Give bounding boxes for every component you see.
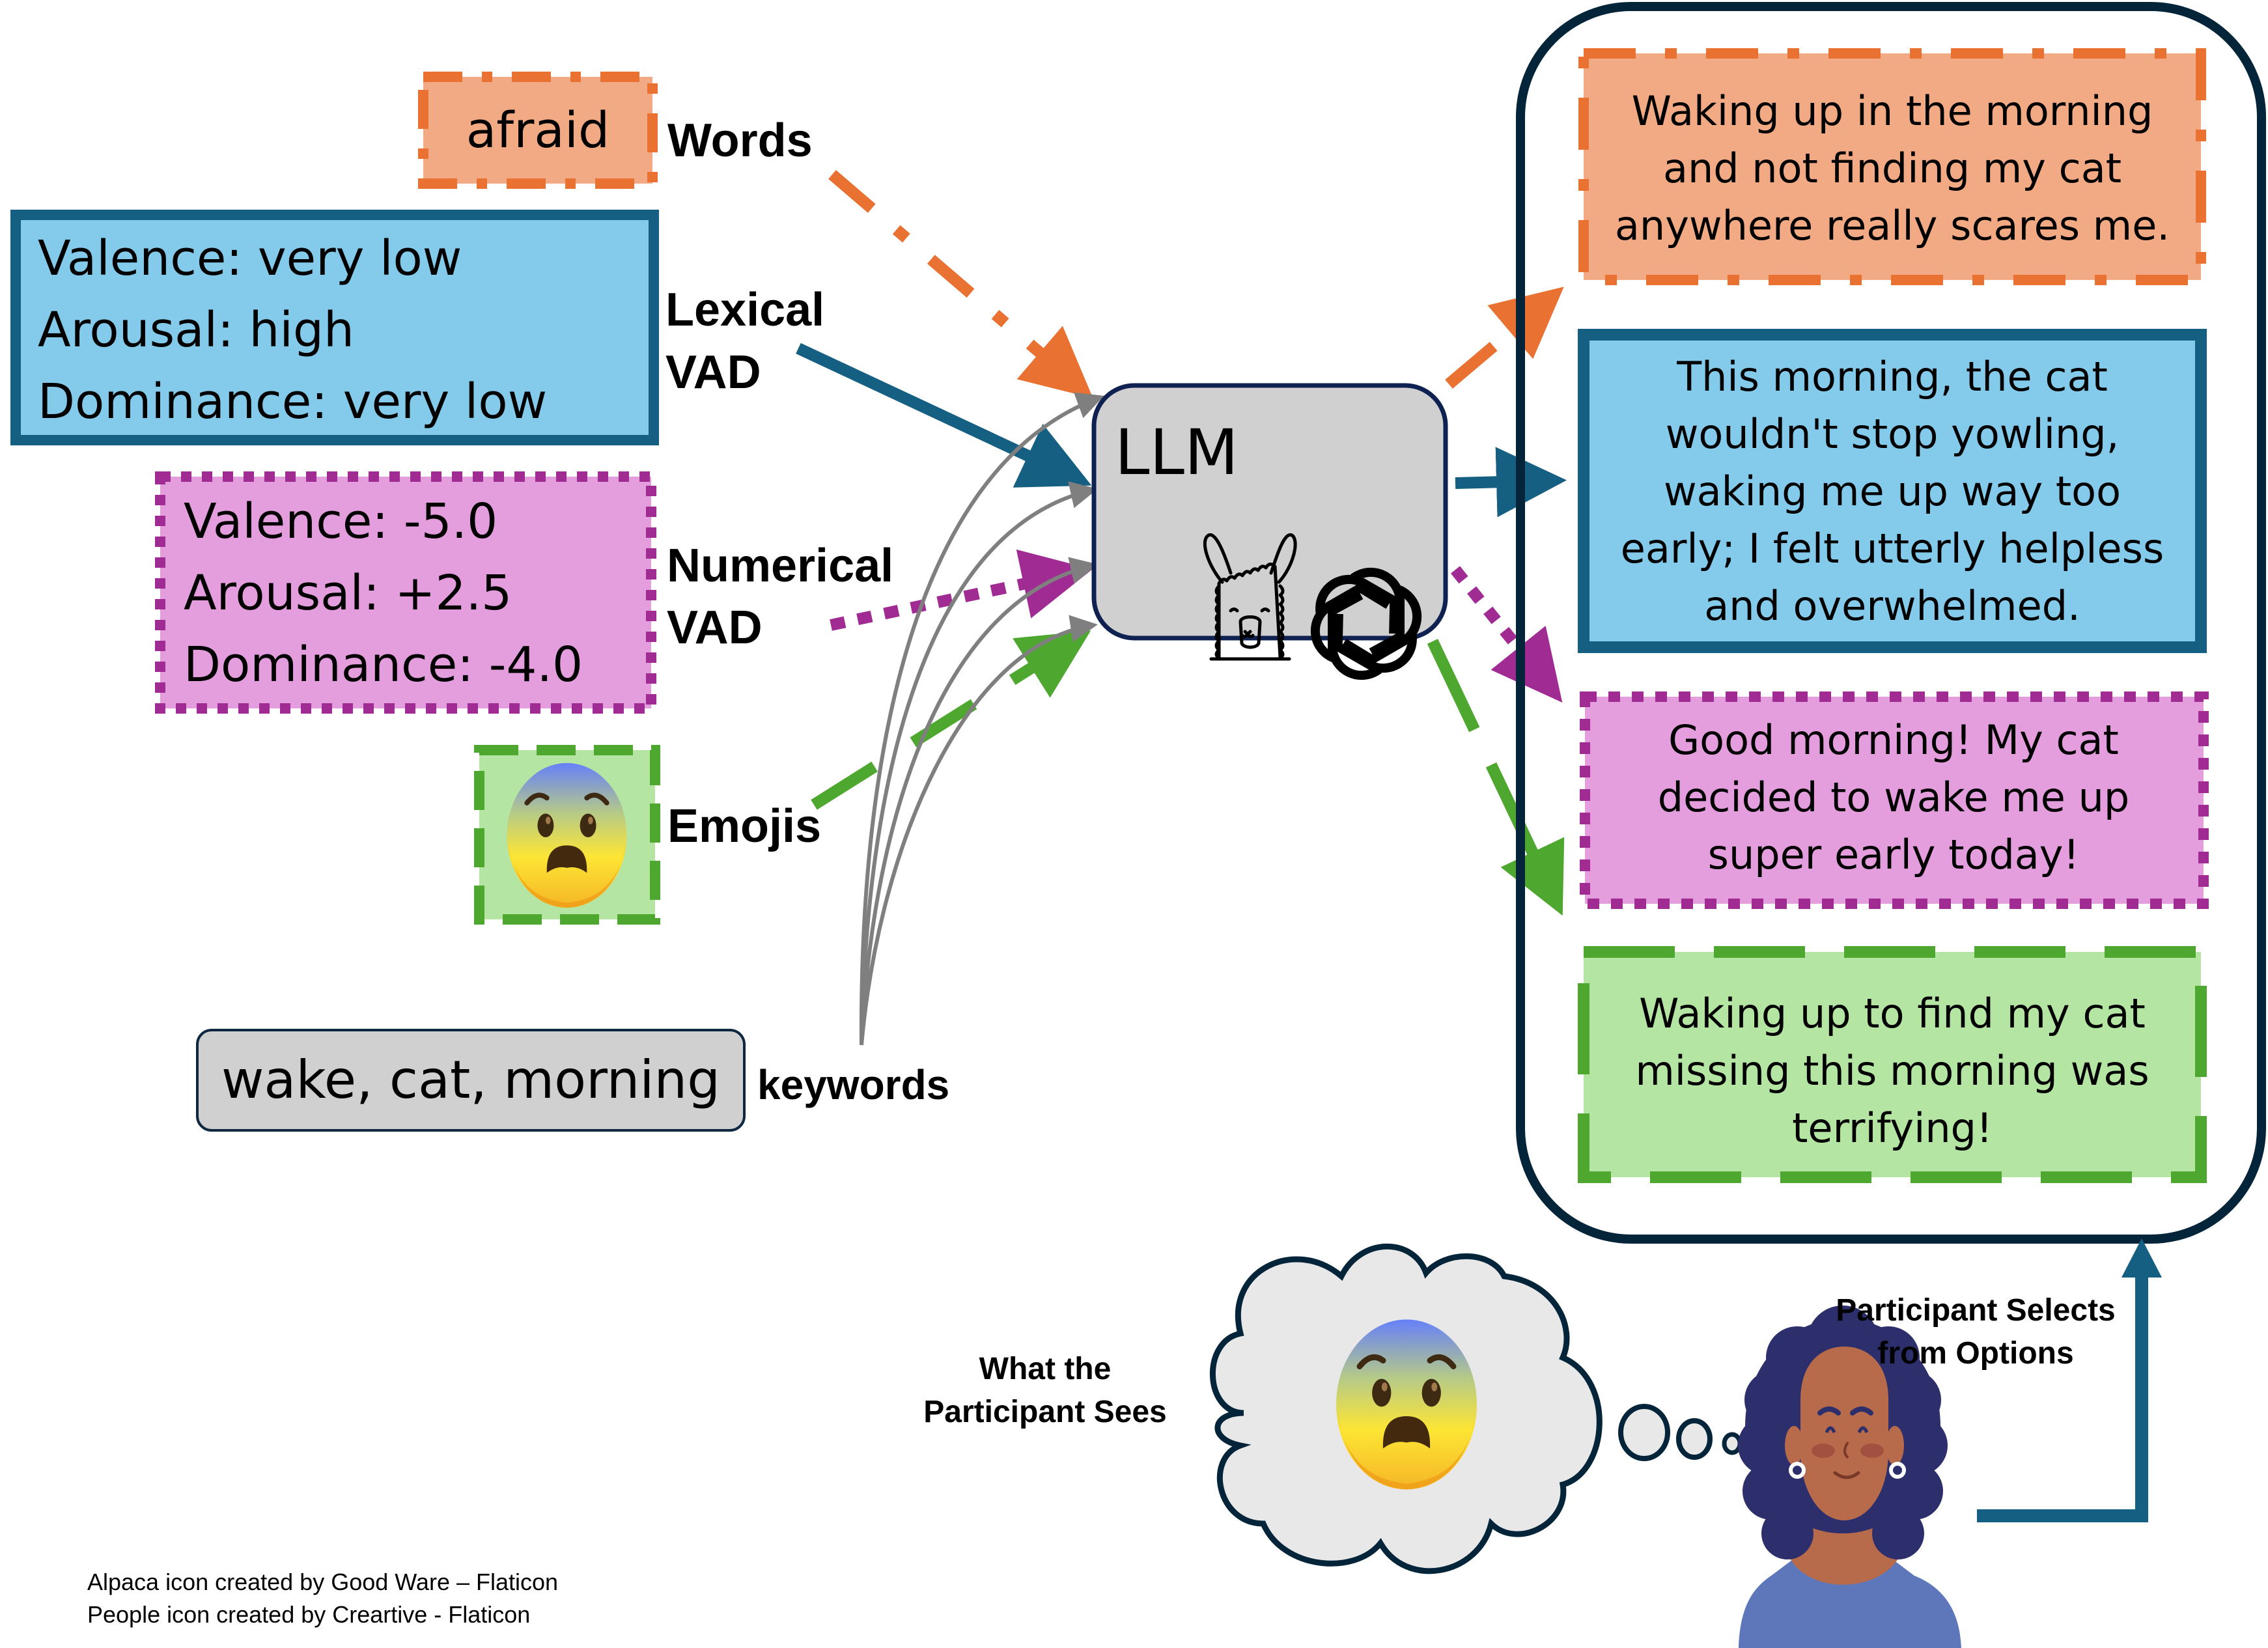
participant-sees-label-line1: What the: [979, 1352, 1112, 1386]
keywords-curve-3: [860, 557, 1098, 1046]
lexical-dominance: Dominance: very low: [38, 374, 547, 430]
numerical-output-arrow: [1450, 566, 1563, 703]
participant-avatar: [1738, 1306, 1961, 1648]
option-2-line-5: and overwhelmed.: [1704, 582, 2080, 630]
keywords-label: keywords: [757, 1061, 949, 1108]
words-input-text: afraid: [466, 101, 610, 159]
option-3-line-3: super early today!: [1708, 831, 2080, 878]
option-4-line-2: missing this morning was: [1635, 1047, 2149, 1095]
selection-arrow-head: [2121, 1238, 2162, 1278]
option-2-line-1: This morning, the cat: [1676, 353, 2108, 400]
lexical-arousal: Arousal: high: [38, 302, 354, 358]
lexical-vad-box: Valence: very low Arousal: high Dominanc…: [10, 210, 659, 445]
fearful-face-thought-emoji-icon: [1336, 1320, 1477, 1490]
participant-selects-label-line1: Participant Selects: [1836, 1293, 2116, 1328]
thought-bubble-large: [1618, 1404, 1670, 1461]
keywords-curve-2: [860, 481, 1098, 1046]
words-label: Words: [667, 115, 813, 167]
numerical-dominance: Dominance: -4.0: [184, 637, 583, 693]
lexical-valence: Valence: very low: [38, 230, 462, 286]
option-card[interactable]: Waking up in the morning and not finding…: [1578, 48, 2206, 285]
lexical-arrow: [796, 342, 1092, 488]
option-2-line-2: wouldn't stop yowling,: [1666, 410, 2120, 458]
lexical-label-line1: Lexical: [665, 284, 824, 336]
options-panel: [1516, 2, 2266, 1244]
llm-box: LLM: [1091, 383, 1448, 680]
option-4-line-1: Waking up to find my cat: [1639, 990, 2146, 1037]
numerical-valence: Valence: -5.0: [184, 494, 497, 550]
keywords-arrows: [859, 392, 1104, 1046]
keywords-curve-1: [859, 392, 1104, 1046]
thought-cloud: [1210, 1243, 1603, 1574]
option-2-line-3: waking me up way too: [1664, 468, 2121, 515]
option-card[interactable]: Good morning! My cat decided to wake me …: [1580, 691, 2209, 909]
alpaca-icon: [1203, 533, 1297, 661]
llm-label: LLM: [1115, 416, 1239, 489]
option-3-line-1: Good morning! My cat: [1668, 716, 2119, 764]
lexical-label-line2: VAD: [665, 346, 761, 398]
option-4-line-3: terrifying!: [1792, 1104, 1993, 1152]
lexical-output-arrow: [1455, 447, 1567, 518]
keywords-input-box: wake, cat, morning: [196, 1029, 746, 1132]
words-arrow: [828, 170, 1093, 398]
option-1-line-2: and not finding my cat: [1663, 145, 2121, 192]
numerical-label-line1: Numerical: [667, 540, 893, 592]
fearful-face-emoji-icon: [507, 763, 627, 908]
keywords-curve-4: [860, 615, 1098, 1046]
words-input-box: afraid: [418, 72, 658, 189]
option-3-line-2: decided to wake me up: [1658, 774, 2129, 821]
credit-alpaca: Alpaca icon created by Good Ware – Flati…: [87, 1569, 558, 1595]
option-1-line-3: anywhere really scares me.: [1615, 202, 2170, 249]
emojis-arrow: [811, 630, 1091, 810]
thought-bubble-medium: [1676, 1418, 1713, 1460]
participant-sees-label-line2: Participant Sees: [923, 1395, 1167, 1429]
credit-people: People icon created by Creartive - Flati…: [87, 1601, 530, 1628]
numerical-label-line2: VAD: [667, 602, 763, 654]
option-card[interactable]: Waking up to find my cat missing this mo…: [1578, 946, 2207, 1183]
option-card[interactable]: This morning, the cat wouldn't stop yowl…: [1578, 329, 2207, 653]
numerical-arousal: Arousal: +2.5: [184, 565, 512, 621]
openai-icon: [1310, 567, 1422, 680]
emojis-label: Emojis: [667, 800, 821, 852]
emoji-input-box: [474, 745, 660, 925]
words-output-arrow: [1445, 286, 1564, 389]
selection-arrow: [1977, 1276, 2148, 1522]
numerical-vad-box: Valence: -5.0 Arousal: +2.5 Dominance: -…: [155, 471, 656, 714]
option-2-line-4: early; I felt utterly helpless: [1621, 525, 2164, 572]
thought-bubble-small: [1722, 1432, 1743, 1455]
emojis-output-arrow: [1427, 639, 1565, 916]
option-1-line-1: Waking up in the morning: [1632, 87, 2153, 135]
keywords-input-text: wake, cat, morning: [221, 1050, 720, 1110]
participant-selects-label-line2: from Options: [1877, 1336, 2073, 1371]
